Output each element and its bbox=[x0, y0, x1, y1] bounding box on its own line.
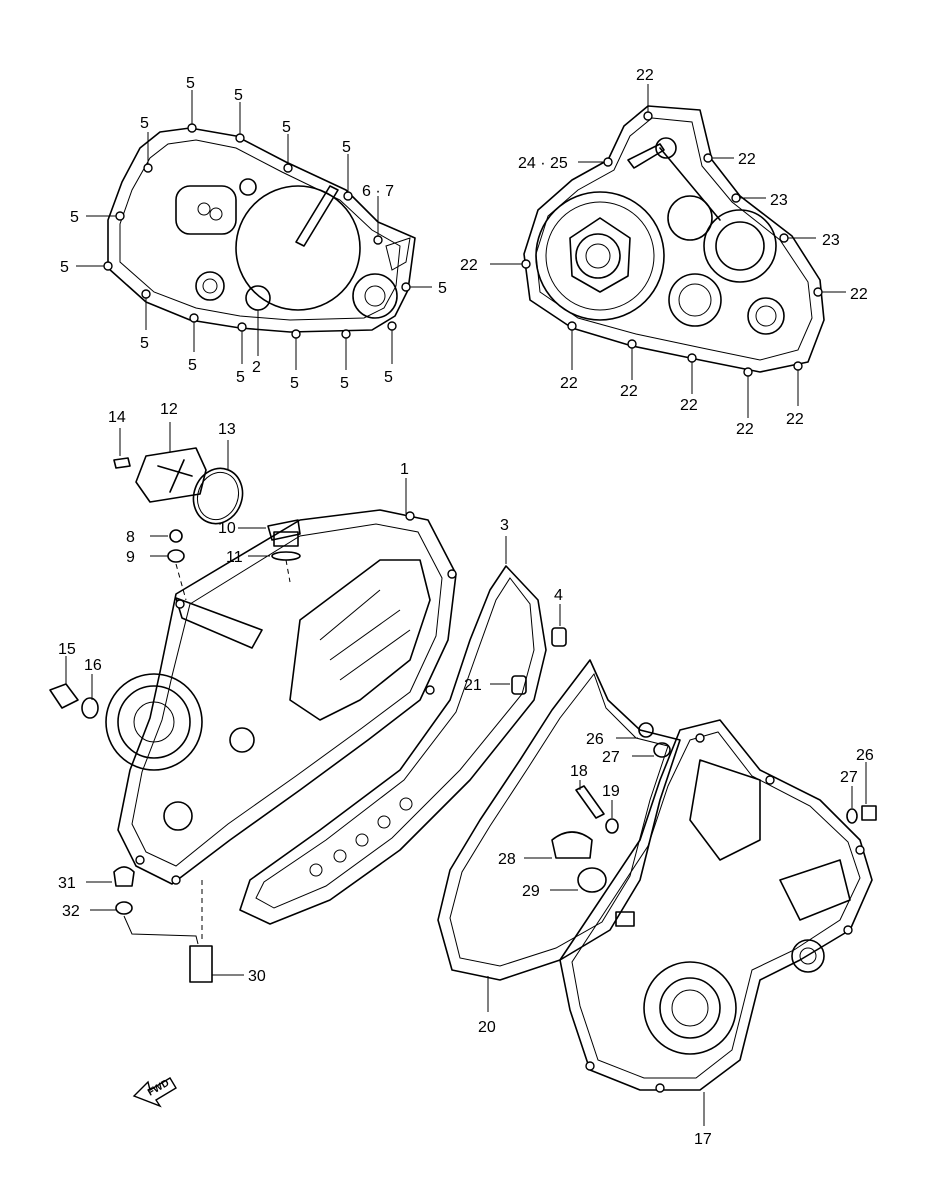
callout-5: 5 bbox=[140, 115, 149, 132]
callout-15: 15 bbox=[58, 641, 76, 658]
callout-23: 23 bbox=[822, 232, 840, 249]
small-parts-upper bbox=[150, 519, 301, 601]
gasket-3 bbox=[239, 536, 547, 925]
callout-labels: 5 5 5 5 5 6 · 7 5 5 5 5 5 5 2 5 5 5 22 2… bbox=[58, 67, 874, 1148]
callout-20: 20 bbox=[478, 1019, 496, 1036]
callout-10: 10 bbox=[218, 520, 236, 537]
callout-5: 5 bbox=[186, 75, 195, 92]
callout-5: 5 bbox=[438, 280, 447, 297]
callout-22: 22 bbox=[636, 67, 654, 84]
plug-15-washer-16 bbox=[49, 656, 99, 719]
callout-6-7: 6 · 7 bbox=[362, 183, 394, 200]
callout-14: 14 bbox=[108, 409, 126, 426]
callout-28: 28 bbox=[498, 851, 516, 868]
left-crankcase-cover bbox=[105, 478, 457, 885]
callout-5: 5 bbox=[340, 375, 349, 392]
callout-19: 19 bbox=[602, 783, 620, 800]
callout-5: 5 bbox=[188, 357, 197, 374]
drain-parts bbox=[86, 866, 244, 983]
callout-22: 22 bbox=[460, 257, 478, 274]
callout-22: 22 bbox=[850, 286, 868, 303]
callout-22: 22 bbox=[738, 151, 756, 168]
callout-5: 5 bbox=[384, 369, 393, 386]
callout-21: 21 bbox=[464, 677, 482, 694]
callout-5: 5 bbox=[236, 369, 245, 386]
callout-5: 5 bbox=[140, 335, 149, 352]
callout-8: 8 bbox=[126, 529, 135, 546]
callout-1: 1 bbox=[400, 461, 409, 478]
gasket-20 bbox=[437, 659, 681, 1012]
callout-5: 5 bbox=[234, 87, 243, 104]
callout-5: 5 bbox=[290, 375, 299, 392]
callout-13: 13 bbox=[218, 421, 236, 438]
callout-22: 22 bbox=[620, 383, 638, 400]
callout-24-25: 24 · 25 bbox=[518, 155, 568, 172]
dowel-pins bbox=[490, 604, 567, 695]
callout-11: 11 bbox=[226, 549, 243, 566]
callout-22: 22 bbox=[736, 421, 754, 438]
clutch-cover-inner bbox=[490, 84, 846, 418]
callout-12: 12 bbox=[160, 401, 178, 418]
callout-29: 29 bbox=[522, 883, 540, 900]
clutch-cover-outer bbox=[76, 90, 432, 370]
callout-17: 17 bbox=[694, 1131, 712, 1148]
callout-5: 5 bbox=[342, 139, 351, 156]
callout-5: 5 bbox=[282, 119, 291, 136]
callout-31: 31 bbox=[58, 875, 76, 892]
callout-5: 5 bbox=[60, 259, 69, 276]
callout-9: 9 bbox=[126, 549, 135, 566]
callout-16: 16 bbox=[84, 657, 102, 674]
callout-26: 26 bbox=[856, 747, 874, 764]
callout-32: 32 bbox=[62, 903, 80, 920]
right-crankcase-cover bbox=[559, 719, 873, 1126]
callout-27: 27 bbox=[602, 749, 620, 766]
callout-4: 4 bbox=[554, 587, 563, 604]
callout-27: 27 bbox=[840, 769, 858, 786]
callout-22: 22 bbox=[786, 411, 804, 428]
callout-22: 22 bbox=[560, 375, 578, 392]
callout-18: 18 bbox=[570, 763, 588, 780]
callout-5: 5 bbox=[70, 209, 79, 226]
callout-23: 23 bbox=[770, 192, 788, 209]
callout-22: 22 bbox=[680, 397, 698, 414]
callout-2: 2 bbox=[252, 359, 261, 376]
fwd-arrow-icon: FWD bbox=[132, 1077, 177, 1108]
callout-3: 3 bbox=[500, 517, 509, 534]
small-parts-right bbox=[524, 722, 877, 893]
strainer-cap-assembly bbox=[113, 422, 244, 525]
callout-30: 30 bbox=[248, 968, 266, 985]
callout-26: 26 bbox=[586, 731, 604, 748]
